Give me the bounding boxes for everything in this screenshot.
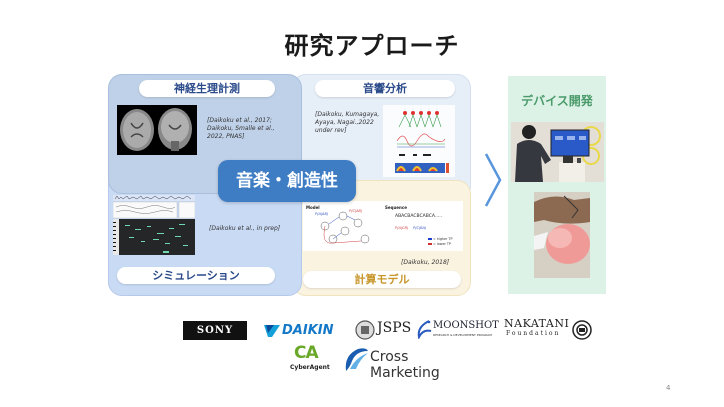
neuro-citation: [Daikoku et al., 2017; Daikoku, Smalle e… [207,117,275,140]
sequence-label: Sequence [385,205,407,210]
nakatani-foundation-logo: NAKATANI Foundation [504,317,570,337]
device-development-panel: デバイス開発 [508,76,606,294]
moonshot-swoosh-icon [417,320,432,339]
simulation-label: シミュレーション [117,267,275,284]
sequence-text: ABACBACBCABCA..... [395,213,442,219]
cross-marketing-swirl-icon [345,348,368,371]
sony-logo: SONY [183,321,247,340]
markov-model-diagram: Model Sequence P(A|AB) P(C|AB) ABACBACBC… [303,201,463,251]
acoustic-citation: [Daikoku, Kumagaya, Ayaya, Nagai.,2022 u… [315,111,380,134]
daikin-logo: DAIKIN [262,321,346,340]
cyberagent-logo: CA CyberAgent [290,343,330,371]
neurophysiology-quadrant: 神経生理計測 [Daikoku et al., 2017; Daikoku, S… [108,74,302,194]
device-title: デバイス開発 [521,94,593,108]
page-number: 4 [666,384,671,392]
brain-mri-image [117,105,197,155]
chevron-right-icon [482,150,504,210]
computational-citation: [Daikoku, 2018] [401,259,450,266]
model-label: Model [306,205,320,210]
svg-text:P(A|AB): P(A|AB) [315,212,329,216]
svg-text:P(A|CB): P(A|CB) [395,226,409,230]
svg-text:= higher TP: = higher TP [433,237,452,241]
jsps-logo: JSPS [355,319,411,341]
hands-on-device-photo [534,192,590,278]
simulation-citation: [Daikoku et al., in prep] [209,225,281,232]
music-creativity-badge: 音楽・創造性 [218,160,356,202]
music-simulation-pianoroll [113,195,195,255]
university-seal-logo [572,320,592,340]
person-using-display-photo [511,122,604,182]
svg-text:= lower TP: = lower TP [433,242,451,246]
computational-model-quadrant: Model Sequence P(A|AB) P(C|AB) ABACBACBC… [292,180,471,296]
cross-marketing-logo: Cross Marketing [342,345,476,381]
svg-text:P(C|BA): P(C|BA) [413,226,427,230]
moonshot-logo: MOONSHOT RESEARCH & DEVELOPMENT PROGRAM [415,318,501,342]
jsps-seal-icon [355,320,375,340]
neuro-label: 神経生理計測 [139,80,275,97]
svg-text:P(C|AB): P(C|AB) [349,209,363,213]
computational-label: 計算モデル [303,271,461,288]
slide-title: 研究アプローチ [284,32,460,60]
acoustic-analysis-figure [383,105,455,177]
acoustic-label: 音響分析 [315,80,455,97]
